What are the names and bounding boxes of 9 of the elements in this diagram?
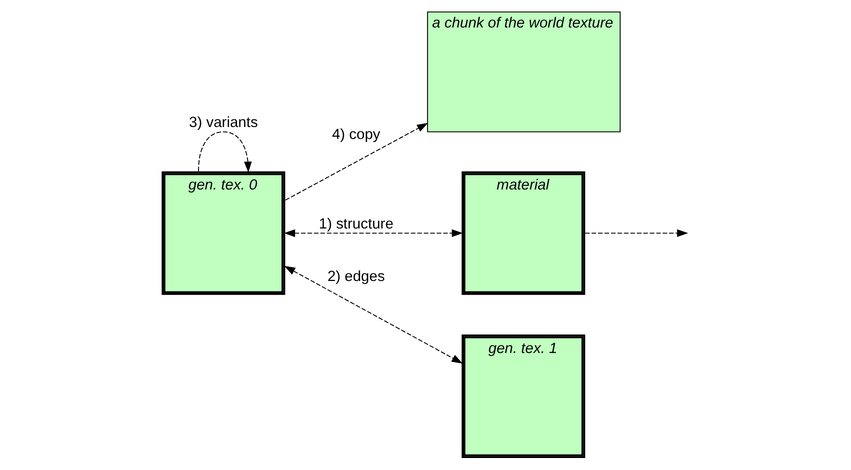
arrow	[584, 229, 688, 238]
arrow	[198, 131, 252, 173]
edge-label: 4) copy	[331, 126, 380, 143]
edge-label: 3) variants	[188, 114, 258, 131]
arrow	[284, 122, 428, 201]
edge-label: 2) edges	[326, 268, 384, 285]
edge-label: 1) structure	[318, 216, 393, 232]
arrow	[284, 229, 462, 238]
arrow	[284, 266, 462, 364]
